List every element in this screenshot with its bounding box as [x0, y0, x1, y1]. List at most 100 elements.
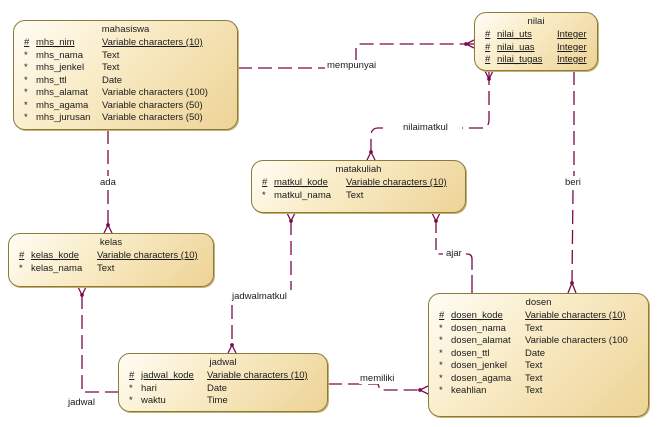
primary-key-attribute-row[interactable]: # kelas_kode Variable characters (10) [9, 250, 213, 263]
attribute-name: mhs_jenkel [36, 62, 85, 73]
attribute-name: nilai_uas [497, 41, 535, 53]
entity-title: mahasiswa [101, 24, 150, 35]
attribute-type: Variable characters (10) [207, 370, 308, 381]
attribute-type: Variable characters (10) [346, 177, 447, 188]
attribute-type: Text [525, 360, 543, 371]
attribute-name: mhs_ttl [36, 74, 67, 86]
attribute-type: Integer [557, 41, 587, 53]
attribute-row[interactable]: * mhs_nama Text [14, 50, 237, 63]
attribute-name: nilai_tugas [497, 54, 543, 65]
attribute-type: Variable characters (10) [525, 310, 626, 321]
attribute-type: Variable characters (100) [102, 87, 208, 98]
attribute-row[interactable]: * dosen_nama Text [429, 323, 648, 336]
primary-key-marker: # [19, 250, 25, 261]
relationship-label-ajar: ajar [445, 248, 463, 259]
attribute-type: Text [525, 322, 543, 334]
attribute-name: mhs_alamat [36, 87, 88, 98]
attribute-list: # kelas_kode Variable characters (10) *kela… [9, 250, 213, 275]
relationship-ada-line[interactable] [103, 130, 113, 234]
attribute-name: dosen_alamat [451, 335, 511, 346]
primary-key-attribute-row[interactable]: # nilai_tugas Integer [475, 54, 597, 67]
relationship-jadwal-line[interactable] [77, 286, 118, 393]
primary-key-marker: # [129, 370, 135, 381]
attribute-name: matkul_nama [274, 189, 332, 201]
mandatory-marker: * [129, 395, 133, 406]
attribute-type: Variable characters (100 [525, 335, 628, 346]
entity-title: jadwal [209, 357, 237, 368]
attribute-type: Text [102, 49, 120, 61]
attribute-row[interactable]: * mhs_ttl Date [14, 75, 237, 88]
relationship-label-nilaimatkul: nilaimatkul [402, 122, 449, 133]
attribute-type: Variable characters (10) [97, 250, 198, 261]
entity-title: dosen [525, 297, 552, 308]
relationship-label-jadwalmatkul: jadwalmatkul [231, 291, 288, 302]
primary-key-attribute-row[interactable]: # nilai_uas Integer [475, 42, 597, 55]
relationship-jadwalmatkul-line[interactable] [227, 212, 296, 354]
relationship-label-beri: beri [564, 177, 582, 188]
attribute-name: mhs_agama [36, 99, 89, 111]
attribute-type: Text [97, 262, 115, 274]
relationship-label-jadwal: jadwal [67, 397, 96, 408]
mandatory-marker: * [262, 189, 266, 201]
attribute-type: Text [525, 372, 543, 384]
attribute-name: keahlian [451, 385, 487, 396]
attribute-type: Time [207, 395, 228, 406]
attribute-type: Integer [557, 54, 587, 65]
relationship-label-memiliki: memiliki [359, 373, 396, 384]
mandatory-marker: * [24, 49, 28, 61]
primary-key-marker: # [485, 41, 491, 53]
relationship-memiliki-line[interactable] [328, 383, 429, 395]
entity-title: matakuliah [335, 164, 382, 175]
relationship-beri-line[interactable] [567, 71, 577, 294]
mandatory-marker: * [439, 372, 443, 384]
relationship-ajar-line[interactable] [431, 212, 473, 293]
attribute-name: mhs_nama [36, 49, 83, 61]
mandatory-marker: * [24, 74, 28, 86]
relationship-label-ada: ada [99, 177, 117, 188]
primary-key-marker: # [485, 54, 491, 65]
attribute-name: dosen_nama [451, 322, 506, 334]
attribute-type: Date [102, 74, 123, 86]
mandatory-marker: * [439, 322, 443, 334]
attribute-type: Integer [557, 29, 587, 40]
mandatory-marker: * [24, 112, 28, 123]
attribute-row[interactable]: * mhs_agama Variable characters (50) [14, 100, 237, 113]
relationship-nilaimatkul-line[interactable] [366, 70, 494, 161]
attribute-type: Text [346, 189, 364, 201]
attribute-row[interactable]: * matkul_nama Text [252, 190, 465, 203]
attribute-name: kelas_kode [31, 250, 80, 261]
primary-key-marker: # [24, 37, 30, 48]
attribute-name: dosen_jenkel [451, 360, 507, 371]
relationship-label-mempunyai: mempunyai [326, 60, 378, 71]
relationship-mempunyai-line[interactable] [238, 39, 475, 69]
attribute-name: mhs_jurusan [36, 112, 91, 123]
mandatory-marker: * [24, 99, 28, 111]
attribute-type: Variable characters (50) [102, 99, 203, 111]
